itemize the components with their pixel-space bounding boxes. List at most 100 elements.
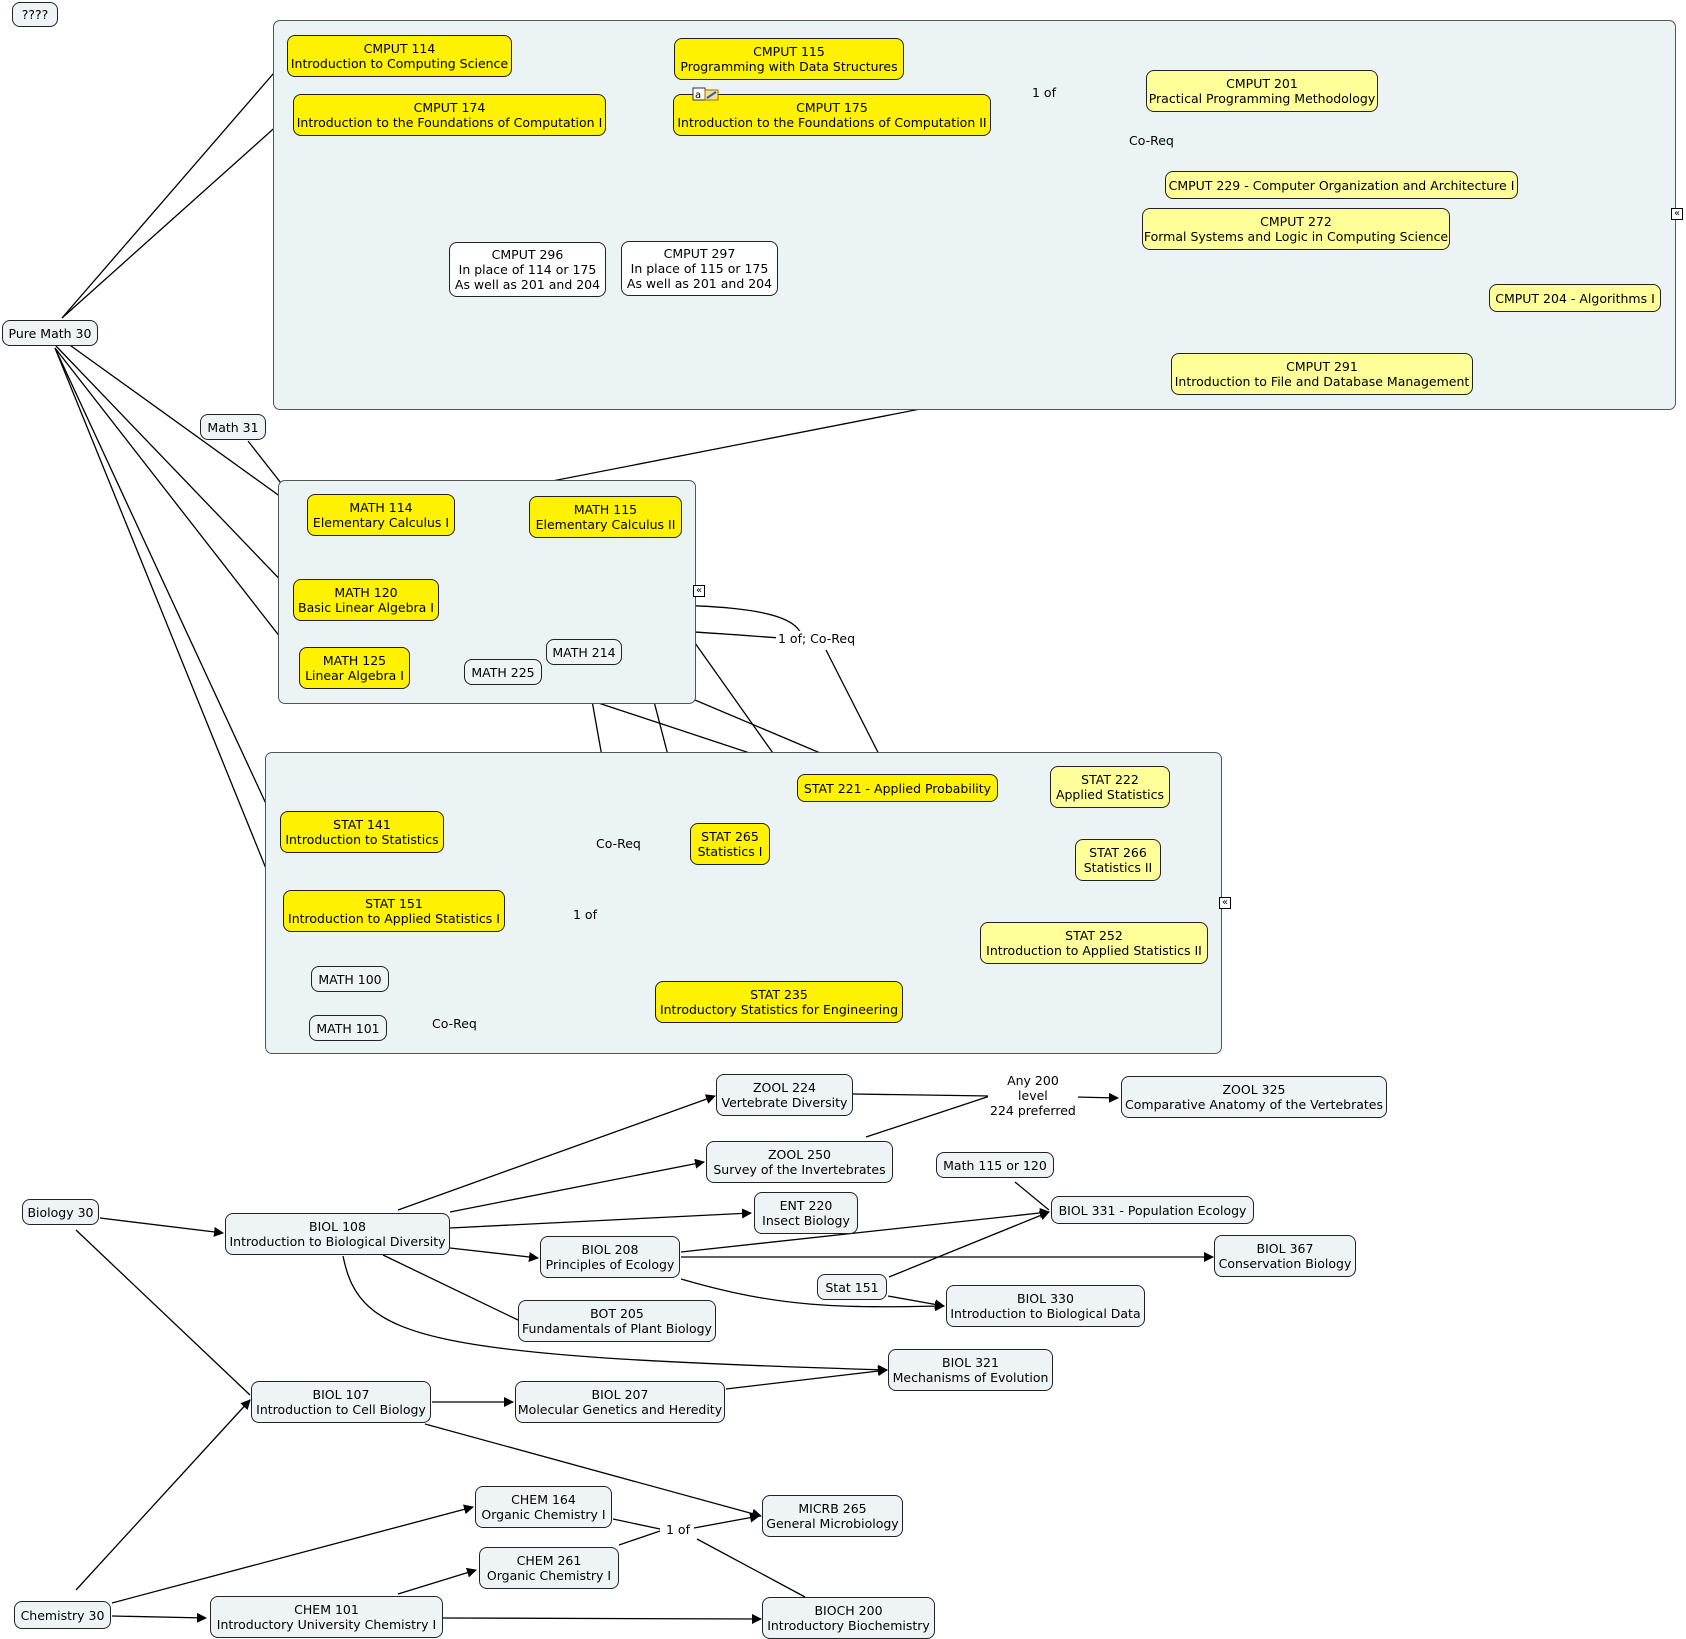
node-stat-221[interactable]: STAT 221 - Applied Probability <box>797 774 998 802</box>
course-code: STAT 265 <box>701 829 759 844</box>
course-name: Statistics II <box>1083 860 1153 875</box>
course-name: Introduction to the Foundations of Compu… <box>296 115 603 130</box>
course-code: CMPUT 297 <box>663 246 736 261</box>
node-cmput-229[interactable]: CMPUT 229 - Computer Organization and Ar… <box>1165 171 1518 199</box>
course-name: Programming with Data Structures <box>680 59 898 74</box>
course-name: Practical Programming Methodology <box>1148 91 1376 106</box>
course-code: CMPUT 174 <box>413 100 486 115</box>
course-name: Elementary Calculus I <box>312 515 450 530</box>
node-label: Chemistry 30 <box>20 1607 105 1623</box>
node-label: ???? <box>21 7 49 22</box>
node-math-101[interactable]: MATH 101 <box>309 1015 387 1041</box>
link-label-any-200-level: Any 200 level 224 preferred <box>988 1073 1078 1118</box>
course-code: CMPUT 201 <box>1226 76 1298 91</box>
node-biol-331[interactable]: BIOL 331 - Population Ecology <box>1051 1196 1254 1224</box>
course-code: ZOOL 325 <box>1222 1082 1286 1097</box>
course-code: CMPUT 291 <box>1286 359 1358 374</box>
course-code: BIOL 107 <box>312 1387 370 1402</box>
course-code: CHEM 261 <box>516 1553 582 1568</box>
course-name: Conservation Biology <box>1218 1256 1352 1271</box>
course-code: STAT 151 <box>365 896 423 911</box>
course-code: CMPUT 272 <box>1260 214 1332 229</box>
course-name: Introductory Statistics for Engineering <box>659 1002 899 1017</box>
course-code: MATH 120 <box>334 585 398 600</box>
node-math-214[interactable]: MATH 214 <box>546 639 622 665</box>
course-name: General Microbiology <box>766 1516 899 1531</box>
course-code: STAT 222 <box>1081 772 1139 787</box>
course-code: STAT 252 <box>1065 928 1123 943</box>
node-chemistry-30[interactable]: Chemistry 30 <box>14 1601 111 1629</box>
node-label: Stat 151 <box>825 1279 879 1295</box>
node-unknown[interactable]: ???? <box>12 2 58 27</box>
resource-attachment-icon[interactable]: a <box>692 86 720 102</box>
course-code: STAT 235 <box>750 987 808 1002</box>
link-label-coreq-101: Co-Req <box>430 1016 479 1031</box>
node-math-115-or-120[interactable]: Math 115 or 120 <box>936 1152 1054 1178</box>
node-math-31[interactable]: Math 31 <box>200 414 266 440</box>
node-stat-151-prereq[interactable]: Stat 151 <box>817 1274 887 1300</box>
node-cmput-204[interactable]: CMPUT 204 - Algorithms I <box>1489 284 1661 312</box>
course-code: BIOL 207 <box>591 1387 649 1402</box>
node-biology-30[interactable]: Biology 30 <box>22 1199 99 1225</box>
node-math-100[interactable]: MATH 100 <box>311 966 389 992</box>
course-name: Introduction to File and Database Manage… <box>1174 374 1470 389</box>
node-pure-math-30[interactable]: Pure Math 30 <box>2 320 98 346</box>
node-label: MATH 225 <box>471 664 535 680</box>
course-name: Linear Algebra I <box>305 668 404 683</box>
course-name: Introduction to Applied Statistics I <box>288 911 500 926</box>
course-name: Molecular Genetics and Heredity <box>517 1402 723 1417</box>
course-code: MATH 114 <box>349 500 413 515</box>
node-label: MATH 100 <box>318 971 382 987</box>
node-label: MATH 214 <box>552 644 616 660</box>
course-name: Fundamentals of Plant Biology <box>522 1321 712 1336</box>
course-name: Introductory Biochemistry <box>767 1618 930 1633</box>
collapse-cmput-group-icon[interactable]: « <box>1671 208 1683 220</box>
course-name: Survey of the Invertebrates <box>713 1162 886 1177</box>
course-name: Organic Chemistry I <box>486 1568 612 1583</box>
link-label-coreq-201-229: Co-Req <box>1127 133 1176 148</box>
collapse-stat-group-icon[interactable]: « <box>1219 897 1231 909</box>
course-code: CHEM 101 <box>294 1602 359 1617</box>
node-label: BIOL 331 - Population Ecology <box>1058 1202 1247 1218</box>
link-label-one-of-coreq-math: 1 of; Co-Req <box>776 631 858 646</box>
collapse-math-group-icon[interactable]: « <box>693 585 705 597</box>
node-math-225[interactable]: MATH 225 <box>464 659 542 685</box>
